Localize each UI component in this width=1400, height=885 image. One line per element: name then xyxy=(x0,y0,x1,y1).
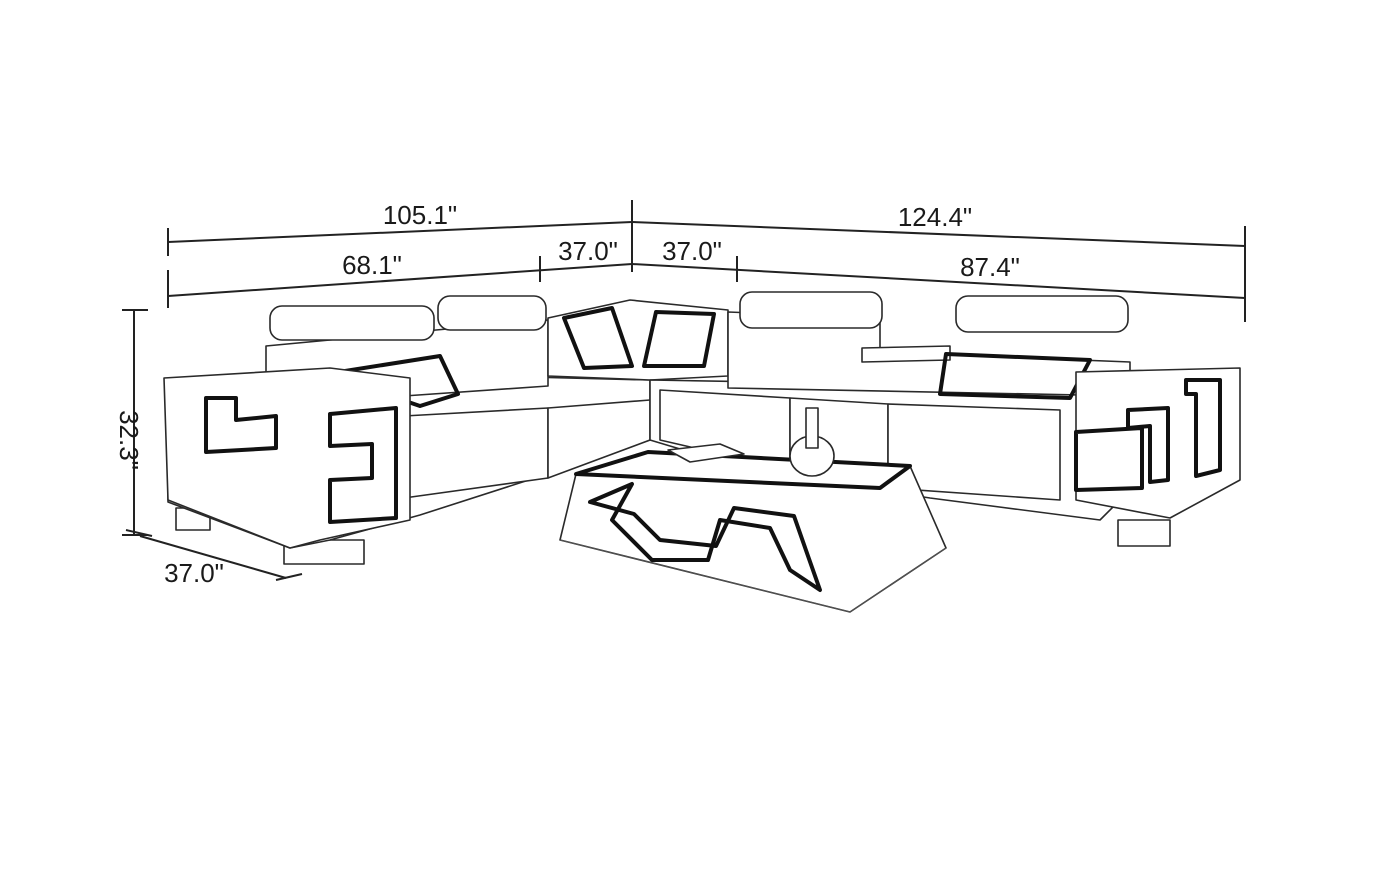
dimension-lines xyxy=(122,200,1246,581)
dim-line-sections-left xyxy=(167,263,633,297)
dim-line-total-left xyxy=(167,221,633,243)
pillow xyxy=(938,352,1092,400)
arm-cutout xyxy=(1126,406,1170,484)
label-corner-left: 37.0" xyxy=(558,236,618,266)
headrest xyxy=(269,305,435,341)
headrest xyxy=(955,295,1129,333)
dimension-labels: 105.1" 124.4" 68.1" 37.0" 37.0" 87.4" 32… xyxy=(114,200,1020,588)
dim-line-total-right xyxy=(631,221,1246,247)
right-arm xyxy=(1075,367,1241,519)
label-corner-right: 37.0" xyxy=(662,236,722,266)
tray-decor xyxy=(667,443,745,463)
seat-cushion xyxy=(887,403,1061,501)
arm-cutout xyxy=(328,406,398,524)
label-height: 32.3" xyxy=(114,410,144,470)
dim-tick xyxy=(275,573,303,581)
arm-cutout xyxy=(204,396,278,454)
bottle-decor xyxy=(805,407,819,449)
headrest xyxy=(437,295,547,331)
dim-line-sections-right xyxy=(631,263,1246,299)
label-right-section: 87.4" xyxy=(960,252,1020,282)
headrest xyxy=(739,291,883,329)
label-depth: 37.0" xyxy=(164,558,224,588)
dim-line-depth xyxy=(139,535,287,579)
console xyxy=(861,345,951,363)
sofa-foot xyxy=(1117,519,1171,547)
pillow xyxy=(562,306,634,370)
arm-cutout xyxy=(1184,378,1222,478)
dim-tick xyxy=(125,529,153,537)
arm-cutout xyxy=(1074,426,1144,492)
label-left-section: 68.1" xyxy=(342,250,402,280)
coffee-table-edge xyxy=(559,539,947,613)
coffee-table-shelf xyxy=(588,482,822,592)
label-total-right: 124.4" xyxy=(898,202,972,232)
pillow xyxy=(642,310,716,368)
sectional-sofa-sketch xyxy=(163,291,1241,613)
seat-cushion xyxy=(403,407,549,499)
label-total-left: 105.1" xyxy=(383,200,457,230)
coffee-table-top xyxy=(574,450,912,490)
